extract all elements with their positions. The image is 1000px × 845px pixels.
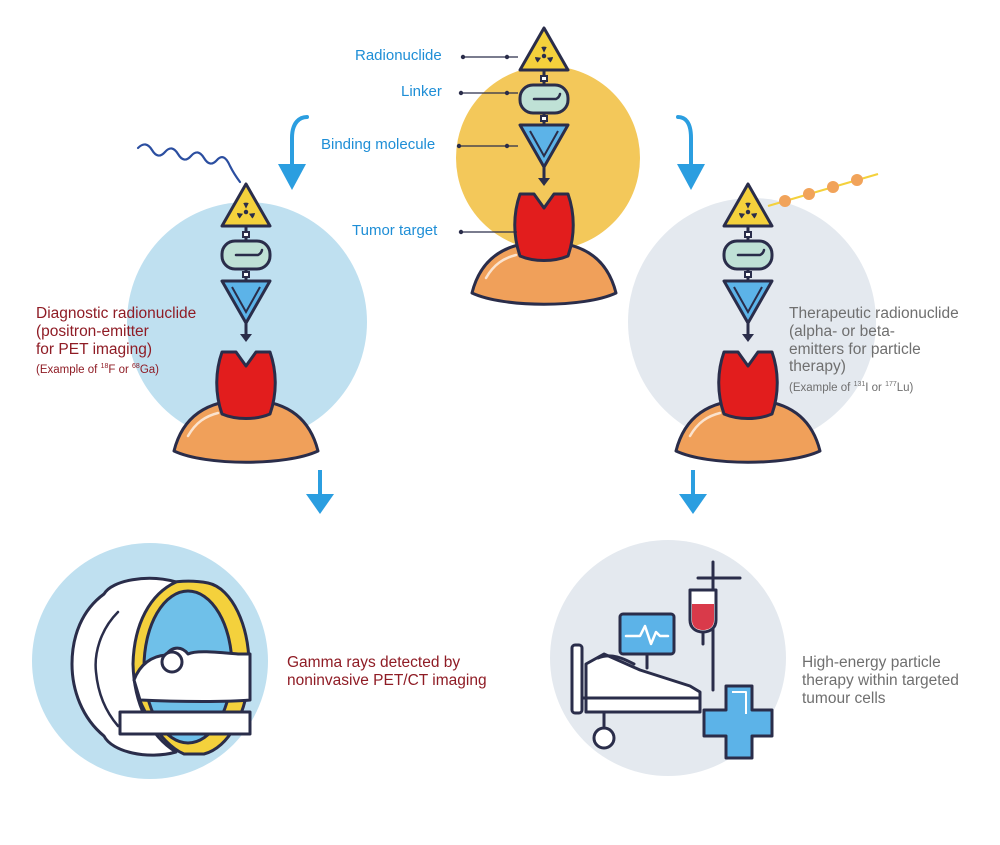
heart-monitor-icon [618, 612, 676, 670]
label-binding-molecule: Binding molecule [321, 136, 436, 153]
therapeutic-example: (Example of 131I or 177Lu) [789, 381, 914, 395]
therapeutic-outcome: High-energy particle therapy within targ… [802, 654, 959, 707]
therapeutic-line4: therapy) [789, 358, 846, 376]
diagnostic-example: (Example of 18F or 68Ga) [36, 363, 159, 377]
medical-cross-icon [702, 684, 774, 760]
curved-arrow-left-icon [278, 115, 309, 190]
diagnostic-title: Diagnostic radionuclide [36, 305, 197, 322]
therapeutic-line2: (alpha- or beta- [789, 322, 895, 340]
label-radionuclide: Radionuclide [355, 47, 442, 64]
down-arrow-right-icon [677, 468, 709, 516]
label-leader-dots [456, 54, 510, 235]
gamma-ray-wave-icon [136, 143, 242, 184]
diagnostic-outcome-line1: Gamma rays detected by [287, 654, 461, 671]
label-tumor-target: Tumor target [352, 222, 438, 239]
diagnostic-outcome-line2: noninvasive PET/CT imaging [287, 671, 487, 689]
diagnostic-description: Diagnostic radionuclide (positron-emitte… [36, 305, 196, 378]
therapeutic-outcome-line2: therapy within targeted [802, 671, 959, 689]
therapeutic-title: Therapeutic radionuclide [789, 305, 959, 322]
particle-beam-icon [767, 172, 879, 208]
hospital-bed-icon [570, 643, 702, 750]
down-arrow-left-icon [304, 468, 336, 516]
diagnostic-line3: for PET imaging) [36, 340, 153, 358]
diagnostic-line2: (positron-emitter [36, 322, 149, 340]
therapeutic-description: Therapeutic radionuclide (alpha- or beta… [789, 305, 959, 395]
therapeutic-background-circle [628, 198, 876, 446]
therapeutic-line3: emitters for particle [789, 340, 921, 358]
label-linker: Linker [401, 83, 442, 100]
iv-drip-icon [688, 560, 742, 692]
diagnostic-outcome: Gamma rays detected by noninvasive PET/C… [287, 654, 487, 690]
curved-arrow-right-icon [676, 115, 705, 190]
therapeutic-outcome-line1: High-energy particle [802, 654, 941, 671]
therapeutic-outcome-line3: tumour cells [802, 689, 886, 707]
pet-ct-scanner-icon [70, 576, 252, 757]
